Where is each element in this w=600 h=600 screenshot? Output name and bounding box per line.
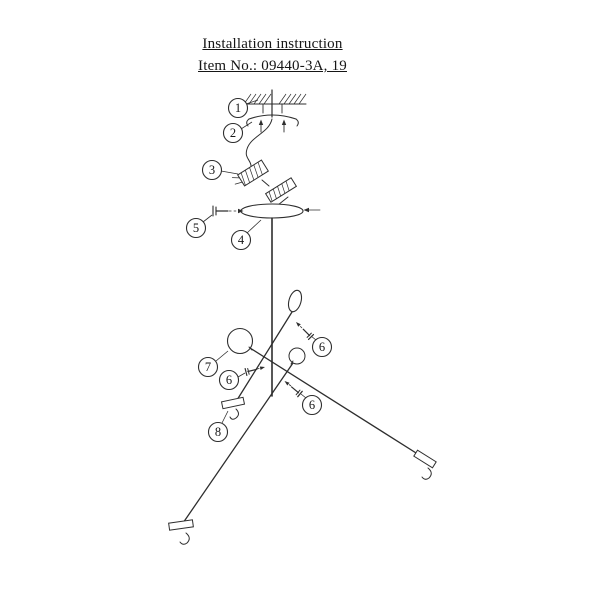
supply-wire (245, 118, 273, 167)
callout-5: 5 (185, 214, 213, 239)
callout-7-number: 7 (205, 360, 211, 374)
canopy-side-screw (212, 205, 244, 217)
mounting-crossbar (246, 114, 299, 133)
callout-3-number: 3 (209, 163, 215, 177)
threaded-rod (262, 89, 283, 118)
callout-8-number: 8 (215, 425, 221, 439)
callout-6-lower: 6 (300, 393, 323, 416)
callout-2: 2 (222, 121, 253, 144)
callout-6-middle: 6 (218, 369, 246, 391)
counterweight-bottom-left (168, 519, 194, 545)
callout-4-number: 4 (238, 233, 245, 247)
item-number: Item No.: 09440-3A, 19 (198, 58, 347, 74)
callout-6-upper: 6 (310, 335, 333, 358)
sheet-header: Installation instruction Item No.: 09440… (0, 36, 545, 75)
ceiling-canopy (240, 203, 321, 219)
callout-6-middle-number: 6 (226, 373, 232, 387)
arm-large-ball (249, 347, 425, 459)
callout-6-upper-number: 6 (319, 340, 325, 354)
wire-connector-block (231, 159, 298, 206)
counterweight-ring-arm (220, 396, 246, 420)
callout-5-number: 5 (193, 221, 199, 235)
callout-3: 3 (201, 159, 239, 181)
arm-small-ball (182, 362, 294, 524)
decorative-ring (287, 289, 303, 313)
callout-4: 4 (230, 219, 262, 251)
callout-2-number: 2 (230, 126, 236, 140)
counterweight-right (413, 449, 437, 480)
callout-8: 8 (207, 410, 229, 443)
glass-ball-large (226, 327, 254, 355)
set-screw-lower (284, 381, 303, 398)
callout-7: 7 (197, 350, 229, 378)
set-screw-middle (244, 366, 265, 376)
callout-1-number: 1 (235, 101, 241, 115)
arm-ring (236, 311, 293, 401)
sheet-title: Installation instruction (202, 36, 343, 52)
callout-1: 1 (227, 97, 259, 119)
set-screw-upper (296, 322, 315, 341)
callout-6-lower-number: 6 (309, 398, 315, 412)
glass-ball-small (288, 347, 306, 365)
